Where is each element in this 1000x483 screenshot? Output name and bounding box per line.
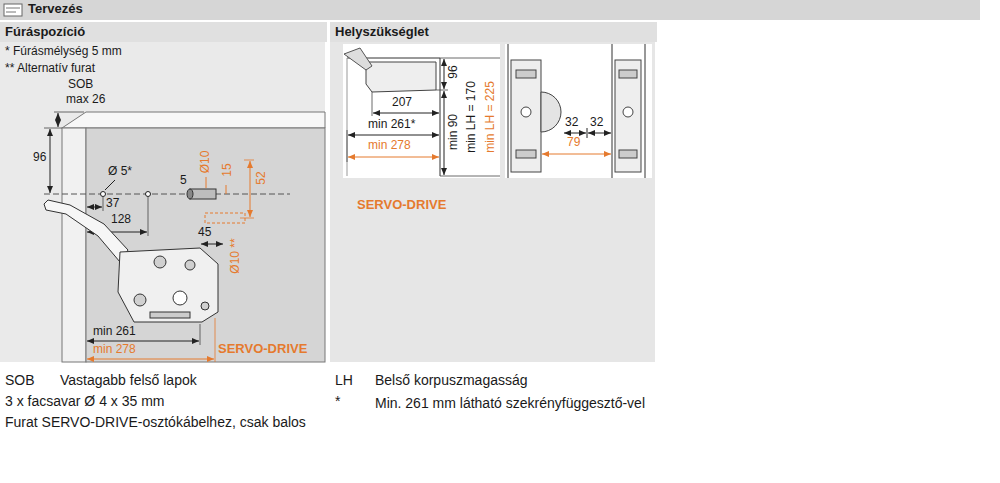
note-text: ** Alternatív furat — [5, 62, 95, 76]
dimension-label: Ø 5* — [108, 165, 132, 179]
legend-text: Vastagabb felső lapok — [60, 372, 197, 388]
drawing-panel — [0, 42, 325, 362]
dimension-label: min LH = 225 — [484, 81, 498, 153]
dimension-label: 52 — [255, 171, 269, 184]
dimension-label: min 90 — [447, 114, 461, 150]
note-text: Furat SERVO-DRIVE-osztókábelhez, csak ba… — [5, 414, 306, 430]
dimension-label: 5 — [180, 174, 187, 188]
dimension-label: 37 — [106, 197, 119, 211]
dimension-label: SOB — [68, 78, 93, 92]
dimension-label: max 26 — [66, 93, 105, 107]
drawing-panel — [330, 42, 655, 362]
dimension-label: 15 — [221, 163, 235, 176]
header-text: Fúráspozíció — [5, 24, 322, 40]
dimension-label: 79 — [567, 136, 580, 150]
dimension-label: 32 — [565, 116, 578, 130]
product-label: SERVO-DRIVE — [357, 198, 446, 213]
dimension-label: min 261* — [368, 118, 415, 132]
dimension-label: min 261 — [93, 325, 136, 339]
header-text: Helyszükséglet — [335, 24, 652, 40]
dimension-label: Ø10 — [199, 151, 213, 174]
header-band — [0, 0, 980, 20]
dimension-label: min 278 — [368, 139, 411, 153]
legend-term: SOB — [5, 372, 35, 388]
product-label: SERVO-DRIVE — [218, 342, 307, 357]
dimension-label: 207 — [392, 96, 412, 110]
note-text: * Fúrásmélység 5 mm — [5, 45, 122, 59]
note-text: 3 x facsavar Ø 4 x 35 mm — [5, 393, 165, 409]
note-text: Min. 261 mm látható szekrényfüggesztő-ve… — [375, 393, 660, 414]
dimension-label: min LH = 170 — [465, 81, 479, 153]
dimension-label: 128 — [111, 213, 131, 227]
section-title: Tervezés — [28, 2, 83, 17]
header-icon — [4, 4, 22, 16]
dimension-label: 96 — [447, 65, 461, 78]
section-header: Helyszükséglet — [330, 22, 657, 42]
dimension-label: 45 — [198, 226, 211, 240]
dimension-label: Ø10 ** — [229, 238, 243, 273]
section-header: Fúráspozíció — [0, 22, 327, 42]
dimension-label: 32 — [590, 116, 603, 130]
legend-text: Belső korpuszmagasság — [375, 372, 528, 388]
legend-term: LH — [335, 372, 353, 388]
legend-term: * — [335, 393, 340, 409]
dimension-label: min 278 — [93, 343, 136, 357]
dimension-label: 96 — [33, 151, 46, 165]
